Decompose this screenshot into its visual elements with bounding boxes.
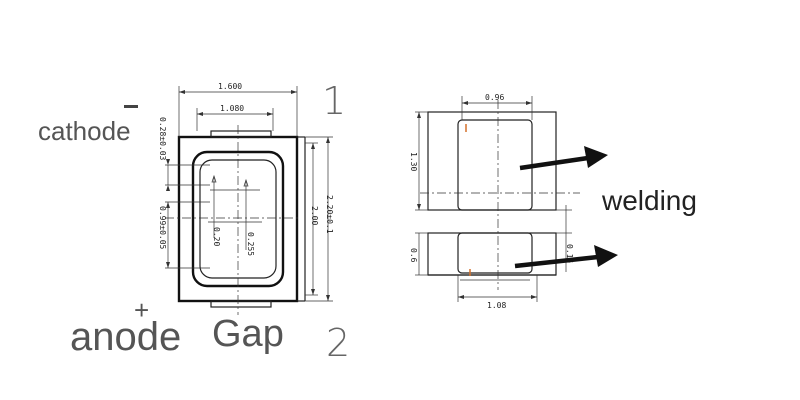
welding-label: welding	[601, 185, 697, 216]
dim-lower-pad: 0.99±0.05	[158, 206, 167, 250]
pin1-label: 1	[322, 79, 346, 123]
dim-top-width: 0.96	[485, 93, 504, 102]
dim-upper-height: 1.30	[409, 152, 418, 171]
welding-arrow-upper	[519, 146, 608, 171]
gap-label: Gap	[212, 313, 284, 355]
lower-pad-block	[427, 232, 557, 276]
dim-center-offset-2: 0.255	[246, 232, 255, 256]
dim-total-height: 2.20±0.1	[325, 195, 334, 234]
dim-gap-height: 0.15	[565, 244, 574, 263]
dim-body-height: 2.00	[310, 206, 319, 225]
bottom-pad-notch	[210, 300, 272, 308]
dim-upper-pad: 0.28±0.03	[158, 117, 167, 161]
left-view: 1.600 1.080 2.00 2.20±0.1 0.28±0.03	[38, 79, 350, 365]
anode-label: anode	[70, 315, 181, 359]
welding-arrow-lower	[514, 245, 618, 269]
dim-lower-height: 0.6	[409, 248, 418, 263]
anode-sign: +	[134, 295, 149, 325]
dim-center-offset: 0.20	[212, 227, 221, 246]
cathode-sign	[124, 105, 138, 108]
pin2-label: 2	[326, 321, 350, 365]
dim-inner-width: 1.080	[220, 104, 244, 113]
dim-outer-width: 1.600	[218, 82, 242, 91]
dim-bottom-width: 1.08	[487, 301, 506, 310]
top-pad-notch	[210, 130, 272, 138]
right-view: 0.96 1.08 1.30 0.6 0.15	[409, 93, 697, 310]
cathode-label: cathode	[38, 116, 131, 146]
upper-pad-block	[427, 111, 557, 211]
